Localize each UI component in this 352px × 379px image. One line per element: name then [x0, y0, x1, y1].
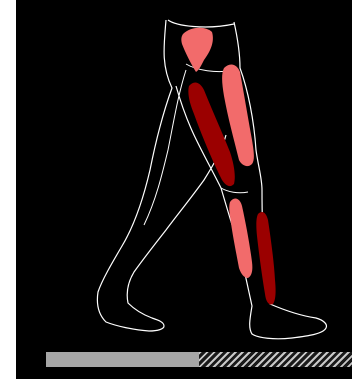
knee-contour	[221, 188, 248, 193]
hip-muscle	[181, 28, 213, 72]
animation-stage	[16, 0, 352, 379]
gait-progress-fill	[46, 352, 199, 367]
calf-muscle	[256, 212, 275, 305]
shin-muscle	[229, 199, 252, 278]
gait-progress-remainder	[199, 352, 352, 367]
pelvis-outline	[168, 20, 234, 27]
gait-cycle-progress-bar	[46, 352, 352, 367]
legs-illustration	[16, 0, 352, 344]
rear-leg-inner-line	[144, 70, 186, 225]
